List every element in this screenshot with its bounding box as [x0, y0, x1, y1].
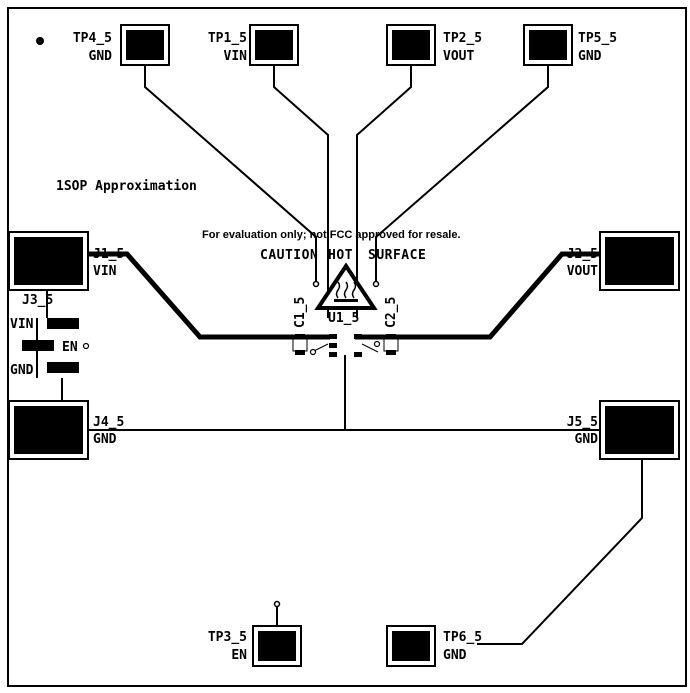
j3-gnd-label: GND — [10, 363, 34, 378]
j3-ref: J3_5 — [22, 293, 53, 308]
test-point-tp6 — [386, 625, 436, 667]
trace-tp5 — [375, 64, 549, 282]
j3-en-label: EN — [62, 340, 78, 355]
trace-tp6 — [477, 455, 643, 645]
tp1-ref: TP1_5 — [208, 31, 247, 46]
j1-net: VIN — [93, 264, 117, 279]
trace-tp4 — [144, 64, 317, 282]
tp2-ref: TP2_5 — [443, 31, 482, 46]
tp3-ref: TP3_5 — [208, 630, 247, 645]
j5-ref: J5_5 — [567, 415, 598, 430]
caution-word-2: HOT — [328, 248, 353, 263]
test-point-tp1 — [249, 24, 299, 66]
j4-net: GND — [93, 432, 117, 447]
via-right — [372, 280, 380, 288]
c2-ref: C2_5 — [384, 297, 399, 328]
tp6-net: GND — [443, 648, 467, 663]
j5-net: GND — [575, 432, 599, 447]
connector-j4 — [8, 400, 89, 460]
j2-ref: J2_5 — [567, 247, 598, 262]
trace-tp1 — [273, 64, 329, 318]
capacitor-c2-footprint — [383, 334, 399, 355]
tp1-net: VIN — [224, 49, 248, 64]
connector-j5 — [599, 400, 680, 460]
capacitor-c1-footprint — [292, 334, 308, 355]
tp2-net: VOUT — [443, 49, 474, 64]
board-outline — [7, 7, 687, 687]
u1-ref: U1_5 — [328, 311, 359, 326]
hot-surface-warning-icon — [314, 262, 378, 310]
tp5-net: GND — [578, 49, 602, 64]
tp3-net: EN — [231, 648, 247, 663]
tp5-ref: TP5_5 — [578, 31, 617, 46]
test-point-tp2 — [386, 24, 436, 66]
trace-tp2 — [356, 64, 412, 318]
test-point-tp4 — [120, 24, 170, 66]
j3-vin-label: VIN — [10, 317, 34, 332]
via-left — [312, 280, 320, 288]
tp4-net: GND — [89, 49, 113, 64]
test-point-tp5 — [523, 24, 573, 66]
trace-vin-main — [85, 251, 330, 340]
connector-j1 — [8, 231, 89, 291]
caution-word-3: SURFACE — [368, 248, 426, 263]
trace-vout-main — [355, 251, 602, 340]
c1-ref: C1_5 — [293, 297, 308, 328]
test-point-tp3 — [252, 625, 302, 667]
regulator-u1-footprint — [309, 334, 381, 357]
tp4-ref: TP4_5 — [73, 31, 112, 46]
assembly-note: 1SOP Approximation — [56, 179, 197, 194]
jumper-j3-pads — [22, 318, 90, 373]
j2-net: VOUT — [567, 264, 598, 279]
disclaimer-note: For evaluation only; not FCC approved fo… — [202, 229, 461, 241]
j4-ref: J4_5 — [93, 415, 124, 430]
tp6-ref: TP6_5 — [443, 630, 482, 645]
pin1-marker — [36, 37, 44, 45]
caution-word-1: CAUTION — [260, 248, 318, 263]
connector-j2 — [599, 231, 680, 291]
j1-ref: J1_5 — [93, 247, 124, 262]
via-tp3 — [273, 600, 281, 608]
